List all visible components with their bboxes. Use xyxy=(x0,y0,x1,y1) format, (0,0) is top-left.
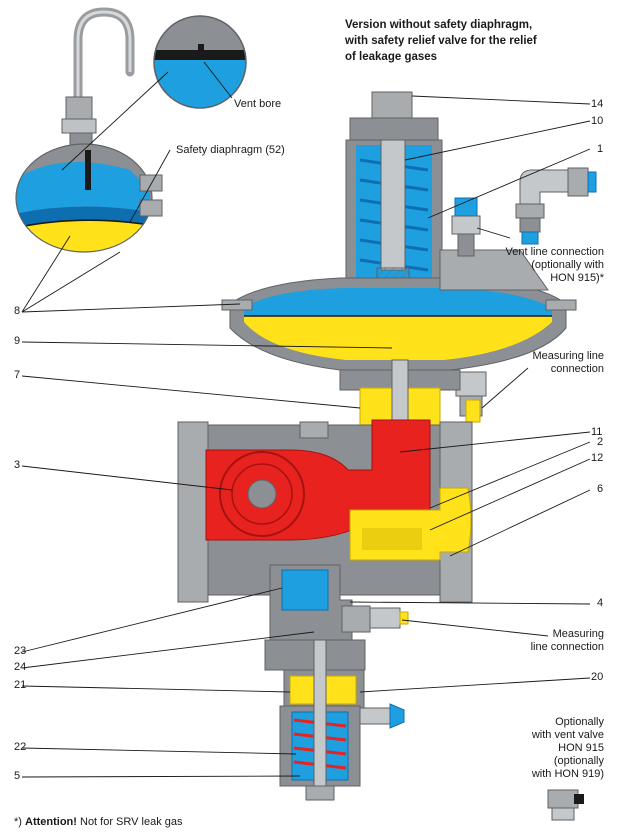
part-number-23: 23 xyxy=(14,645,27,657)
part-number-7: 7 xyxy=(14,369,21,381)
part-number-9: 9 xyxy=(14,335,21,347)
part-number-20: 20 xyxy=(591,671,604,683)
label-vent-bore: Vent bore xyxy=(234,98,282,110)
part-number-6: 6 xyxy=(597,483,604,495)
part-number-3: 3 xyxy=(14,459,21,471)
label-measuring-line-lower: Measuring line connection xyxy=(530,628,604,653)
title-line-2: with safety relief valve for the relief xyxy=(345,35,537,47)
part-number-11: 11 xyxy=(591,426,603,438)
title-line-3: of leakage gases xyxy=(345,51,438,63)
main-regulator xyxy=(177,91,597,821)
part-number-12: 12 xyxy=(591,452,604,464)
footnote-attention: Attention! xyxy=(25,816,77,828)
title-line-1: Version without safety diaphragm, xyxy=(345,19,533,31)
diagram-title: Version without safety diaphragm, with s… xyxy=(345,17,615,65)
label-safety-diaphragm: Safety diaphragm (52) xyxy=(176,144,285,156)
part-number-14: 14 xyxy=(591,98,604,110)
footnote-prefix: *) xyxy=(14,816,25,828)
part-number-4: 4 xyxy=(597,597,604,609)
footnote: *) Attention! Not for SRV leak gas xyxy=(14,816,183,828)
label-measuring-line-upper: Measuring line connection xyxy=(532,350,604,375)
part-number-1: 1 xyxy=(597,143,604,155)
part-number-10: 10 xyxy=(591,115,604,127)
label-optionally-vent-valve: Optionally with vent valve HON 915 (opti… xyxy=(531,716,604,780)
part-number-2: 2 xyxy=(597,436,604,448)
label-vent-line-connection: Vent line connection (optionally with HO… xyxy=(505,246,604,284)
part-number-5: 5 xyxy=(14,770,21,782)
footnote-text: Not for SRV leak gas xyxy=(76,816,183,828)
part-number-22: 22 xyxy=(14,741,27,753)
part-number-24: 24 xyxy=(14,661,27,673)
part-number-21: 21 xyxy=(14,679,27,691)
leader-lines xyxy=(21,61,591,778)
part-number-8: 8 xyxy=(14,305,21,317)
diaphragm-inset-detail xyxy=(15,7,163,253)
